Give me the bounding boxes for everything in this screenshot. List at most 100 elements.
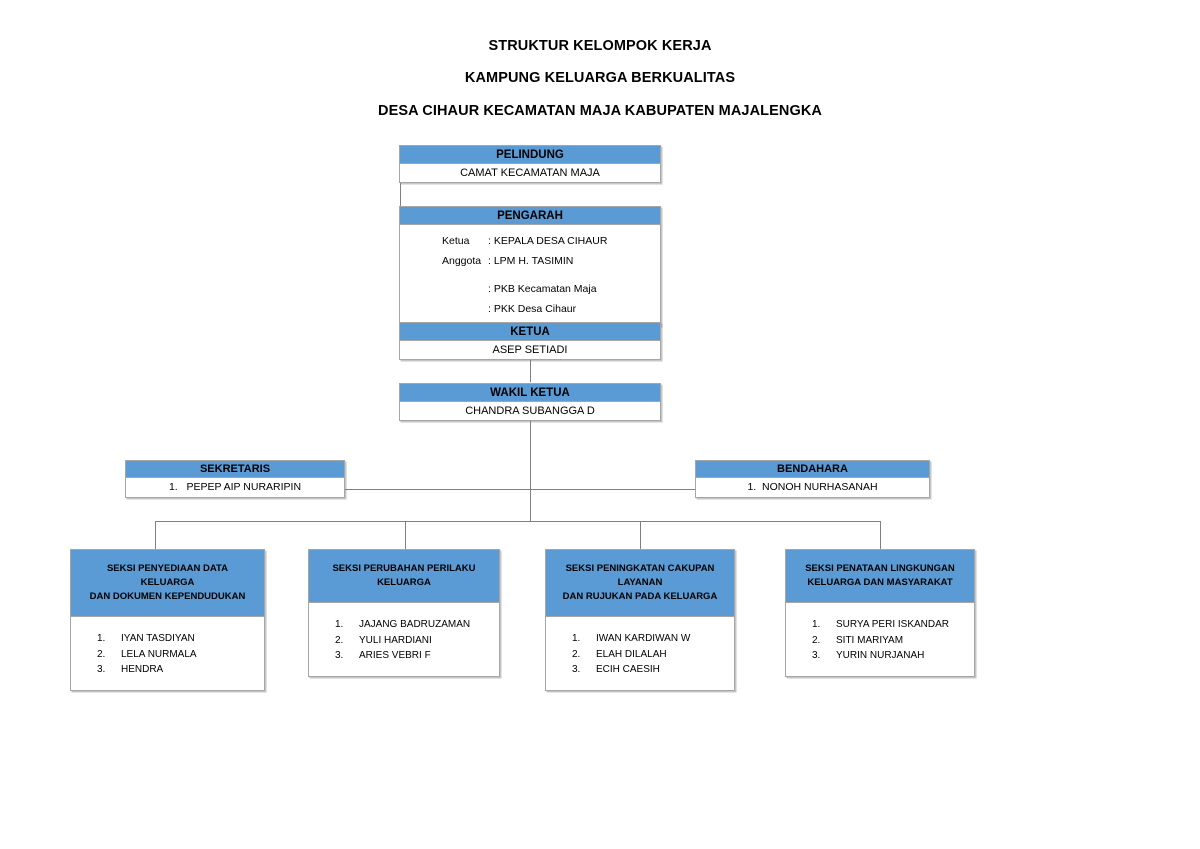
- list-item-name: NONOH NURHASANAH: [762, 481, 878, 493]
- list-item: 1. SURYA PERI ISKANDAR: [786, 617, 974, 633]
- list-item: 2. ELAH DILALAH: [546, 647, 734, 663]
- list-item-name: HENDRA: [121, 664, 164, 675]
- node-pelindung-name: CAMAT KECAMATAN MAJA: [400, 164, 660, 182]
- node-bendahara-header: BENDAHARA: [696, 461, 929, 478]
- list-item-number: 1.: [97, 633, 106, 644]
- pengarah-row: Anggota : LPM H. TASIMIN: [400, 251, 660, 271]
- page-title-line-3: DESA CIHAUR KECAMATAN MAJA KABUPATEN MAJ…: [378, 103, 822, 119]
- pengarah-row-label: Ketua: [442, 235, 470, 247]
- node-seksi-3-header-line-2: DAN RUJUKAN PADA KELUARGA: [562, 591, 718, 602]
- node-ketua[interactable]: KETUA ASEP SETIADI: [399, 322, 661, 360]
- node-seksi-4-body: 1. SURYA PERI ISKANDAR 2. SITI MARIYAM 3. Y…: [786, 603, 974, 676]
- list-item-number: 3.: [97, 664, 106, 675]
- list-item: 3. HENDRA: [71, 662, 264, 678]
- node-seksi-penyediaan-data-keluarga[interactable]: SEKSI PENYEDIAAN DATA KELUARGA DAN DOKUM…: [70, 549, 265, 691]
- list-item-name: ECIH CAESIH: [596, 664, 660, 675]
- pengarah-row: : PKK Desa Cihaur: [400, 299, 660, 319]
- list-item-number: 1.: [168, 481, 178, 493]
- list-item-name: SITI MARIYAM: [836, 634, 904, 646]
- node-bendahara-body: 1. NONOH NURHASANAH: [696, 478, 929, 497]
- list-item: 2. YULI HARDIANI: [309, 633, 499, 649]
- list-item-name: YULI HARDIANI: [359, 634, 432, 646]
- list-item: 1. NONOH NURHASANAH: [696, 478, 929, 497]
- node-seksi-1-header-line-2: DAN DOKUMEN KEPENDUDUKAN: [89, 591, 246, 602]
- node-pelindung[interactable]: PELINDUNG CAMAT KECAMATAN MAJA: [399, 145, 661, 183]
- pengarah-row: Ketua : KEPALA DESA CIHAUR: [400, 231, 660, 251]
- list-item: 3. YURIN NURJANAH: [786, 648, 974, 664]
- list-item-name: LELA NURMALA: [121, 648, 197, 660]
- list-item-name: PEPEP AIP NURARIPIN: [186, 481, 302, 493]
- list-item: 2. LELA NURMALA: [71, 647, 264, 663]
- node-wakil-ketua-header: WAKIL KETUA: [400, 384, 660, 402]
- pengarah-row-label: [400, 299, 488, 319]
- list-item-number: 2.: [812, 634, 821, 646]
- node-seksi-perubahan-perilaku-keluarga[interactable]: SEKSI PERUBAHAN PERILAKU KELUARGA 1. JAJA…: [308, 549, 500, 677]
- list-item-number: 2.: [97, 648, 106, 660]
- connector-pelindung-to-pengarah: [400, 182, 401, 207]
- list-item-number: 2.: [335, 634, 344, 646]
- pengarah-row-value: : PKB Kecamatan Maja: [488, 283, 597, 295]
- connector-wakil-trunk: [530, 421, 531, 521]
- connector-drop-seksi-1: [155, 521, 156, 550]
- list-item-number: 2.: [572, 648, 581, 660]
- node-pengarah[interactable]: PENGARAH Ketua : KEPALA DESA CIHAUR Angg…: [399, 206, 661, 326]
- node-sekretaris[interactable]: SEKRETARIS 1. PEPEP AIP NURARIPIN: [125, 460, 345, 498]
- list-item-name: SURYA PERI ISKANDAR: [836, 619, 949, 630]
- node-ketua-name: ASEP SETIADI: [400, 341, 660, 359]
- list-item-number: 1.: [747, 481, 757, 493]
- node-seksi-1-body: 1. IYAN TASDIYAN 2. LELA NURMALA 3. HENDRA: [71, 617, 264, 690]
- node-seksi-peningkatan-cakupan-layanan[interactable]: SEKSI PENINGKATAN CAKUPAN LAYANAN DAN RU…: [545, 549, 735, 691]
- list-item-number: 1.: [572, 633, 581, 644]
- node-seksi-3-header: SEKSI PENINGKATAN CAKUPAN LAYANAN DAN RU…: [546, 550, 734, 617]
- node-seksi-1-header-line-1: SEKSI PENYEDIAAN DATA KELUARGA: [106, 563, 229, 588]
- pengarah-row: : PKB Kecamatan Maja: [400, 279, 660, 299]
- node-seksi-4-header-line-2: KELUARGA DAN MASYARAKAT: [807, 577, 953, 588]
- list-item-name: IWAN KARDIWAN W: [596, 633, 691, 644]
- list-item: 2. SITI MARIYAM: [786, 633, 974, 649]
- node-ketua-header: KETUA: [400, 323, 660, 341]
- list-item-name: IYAN TASDIYAN: [121, 633, 195, 644]
- list-item: 1. PEPEP AIP NURARIPIN: [126, 478, 344, 497]
- node-seksi-4-header: SEKSI PENATAAN LINGKUNGAN KELUARGA DAN M…: [786, 550, 974, 603]
- list-item-name: ELAH DILALAH: [596, 648, 667, 660]
- list-item: 1. JAJANG BADRUZAMAN: [309, 617, 499, 633]
- pengarah-row-label: Anggota: [442, 255, 482, 267]
- list-item-name: YURIN NURJANAH: [836, 650, 925, 661]
- node-seksi-2-body: 1. JAJANG BADRUZAMAN 2. YULI HARDIANI 3. AR…: [309, 603, 499, 676]
- connector-sekretaris-bendahara-bar: [345, 489, 695, 490]
- list-item-number: 1.: [335, 619, 344, 630]
- pengarah-row-value: : KEPALA DESA CIHAUR: [488, 235, 608, 247]
- node-pengarah-body: Ketua : KEPALA DESA CIHAUR Anggota : LPM…: [400, 225, 660, 325]
- list-item-number: 3.: [572, 664, 581, 675]
- node-seksi-3-body: 1. IWAN KARDIWAN W 2. ELAH DILALAH 3. ECIH …: [546, 617, 734, 690]
- node-seksi-2-header: SEKSI PERUBAHAN PERILAKU KELUARGA: [309, 550, 499, 603]
- node-seksi-penataan-lingkungan[interactable]: SEKSI PENATAAN LINGKUNGAN KELUARGA DAN M…: [785, 549, 975, 677]
- node-seksi-2-header-line-2: KELUARGA: [377, 577, 431, 588]
- list-item-number: 3.: [335, 650, 344, 661]
- list-item-number: 3.: [812, 650, 821, 661]
- pengarah-row-label: [400, 279, 488, 299]
- list-item-name: JAJANG BADRUZAMAN: [359, 619, 471, 630]
- page-title-line-2: KAMPUNG KELUARGA BERKUALITAS: [464, 70, 736, 86]
- node-wakil-ketua[interactable]: WAKIL KETUA CHANDRA SUBANGGA D: [399, 383, 661, 421]
- list-item: 1. IYAN TASDIYAN: [71, 631, 264, 647]
- list-item: 3. ECIH CAESIH: [546, 662, 734, 678]
- page-title-line-1: STRUKTUR KELOMPOK KERJA: [488, 38, 712, 54]
- node-seksi-2-header-line-1: SEKSI PERUBAHAN PERILAKU: [332, 563, 476, 574]
- node-sekretaris-header: SEKRETARIS: [126, 461, 344, 478]
- node-seksi-4-header-line-1: SEKSI PENATAAN LINGKUNGAN: [805, 563, 955, 574]
- node-bendahara[interactable]: BENDAHARA 1. NONOH NURHASANAH: [695, 460, 930, 498]
- pengarah-row-value: : PKK Desa Cihaur: [488, 303, 577, 315]
- connector-seksi-branch-bar: [155, 521, 881, 522]
- node-seksi-3-header-line-1: SEKSI PENINGKATAN CAKUPAN LAYANAN: [565, 563, 715, 588]
- connector-drop-seksi-3: [640, 521, 641, 550]
- connector-drop-seksi-2: [405, 521, 406, 550]
- list-item: 1. IWAN KARDIWAN W: [546, 631, 734, 647]
- list-item-number: 1.: [812, 619, 821, 630]
- node-pengarah-header: PENGARAH: [400, 207, 660, 225]
- node-sekretaris-body: 1. PEPEP AIP NURARIPIN: [126, 478, 344, 497]
- node-seksi-1-header: SEKSI PENYEDIAAN DATA KELUARGA DAN DOKUM…: [71, 550, 264, 617]
- list-item: 3. ARIES VEBRI F: [309, 648, 499, 664]
- list-item-name: ARIES VEBRI F: [359, 650, 431, 661]
